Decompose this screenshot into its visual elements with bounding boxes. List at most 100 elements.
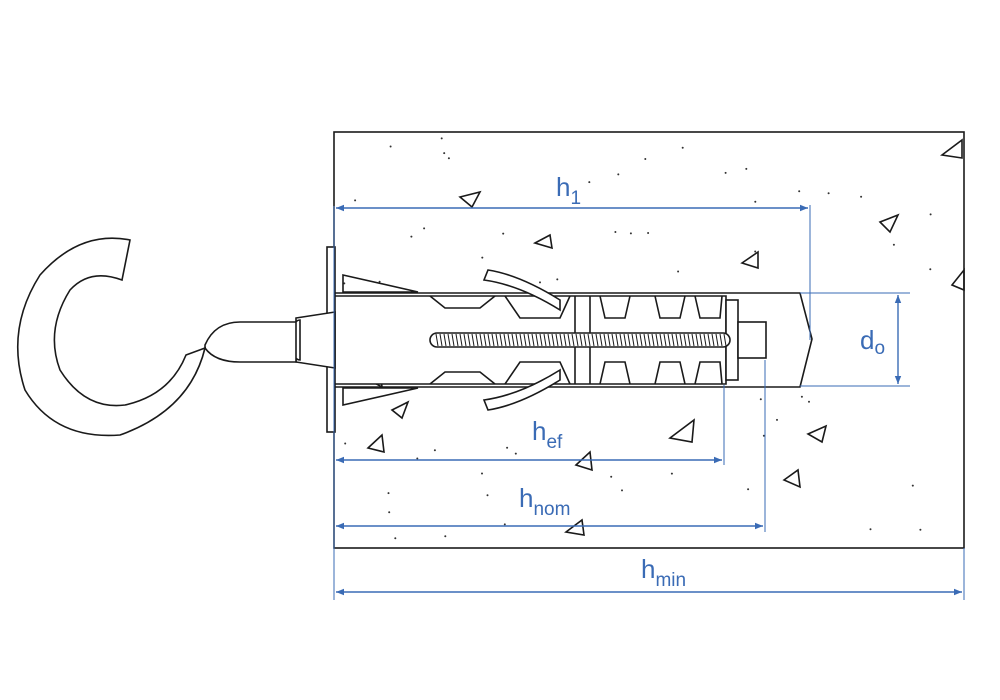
aggregate-stone bbox=[366, 433, 385, 454]
thread-line bbox=[703, 333, 707, 347]
screw-thread bbox=[429, 332, 731, 348]
thread-line bbox=[571, 333, 575, 347]
thread-line bbox=[535, 333, 539, 347]
aggregate-grain bbox=[677, 270, 680, 273]
thread-line bbox=[711, 333, 715, 347]
thread-line bbox=[463, 333, 467, 347]
thread-line bbox=[687, 333, 691, 347]
aggregate-grain bbox=[416, 457, 419, 460]
aggregate-grain bbox=[389, 145, 392, 148]
thread-line bbox=[675, 333, 679, 347]
thread-line bbox=[443, 333, 447, 347]
aggregate-grain bbox=[911, 484, 914, 487]
thread-line bbox=[663, 333, 667, 347]
thread-line bbox=[439, 333, 443, 347]
aggregate-grain bbox=[617, 173, 620, 176]
aggregate-grain bbox=[614, 231, 617, 233]
do-label: do bbox=[860, 325, 885, 359]
aggregate-stone bbox=[532, 233, 553, 250]
thread-line bbox=[627, 333, 631, 347]
thread-line bbox=[563, 333, 567, 347]
aggregate-stone bbox=[806, 424, 828, 444]
extension-lines bbox=[333, 205, 965, 600]
thread-line bbox=[515, 333, 519, 347]
aggregate-grain bbox=[388, 511, 391, 514]
aggregate-grain bbox=[344, 442, 347, 445]
aggregate-grain bbox=[724, 171, 727, 174]
thread-line bbox=[555, 333, 559, 347]
thread-line bbox=[451, 333, 455, 347]
aggregate-grain bbox=[798, 190, 801, 193]
aggregate-grain bbox=[502, 232, 505, 235]
thread-line bbox=[707, 333, 711, 347]
thread-line bbox=[671, 333, 675, 347]
thread-line bbox=[499, 333, 503, 347]
aggregate-grain bbox=[892, 243, 895, 246]
aggregate-stone bbox=[564, 518, 585, 536]
thread-line bbox=[487, 333, 491, 347]
thread-line bbox=[715, 333, 719, 347]
aggregate-grain bbox=[759, 398, 762, 401]
thread-line bbox=[723, 333, 727, 347]
thread-line bbox=[587, 333, 591, 347]
thread-line bbox=[691, 333, 695, 347]
thread-line bbox=[699, 333, 703, 347]
thread-line bbox=[615, 333, 619, 347]
aggregate-stone bbox=[390, 400, 410, 420]
thread-line bbox=[643, 333, 647, 347]
thread-line bbox=[475, 333, 479, 347]
thread-line bbox=[491, 333, 495, 347]
aggregate-grain bbox=[929, 213, 932, 216]
aggregate-grain bbox=[860, 195, 863, 198]
hef-label: hef bbox=[532, 416, 563, 453]
thread-line bbox=[467, 333, 471, 347]
aggregate-grain bbox=[440, 137, 443, 140]
thread-line bbox=[447, 333, 451, 347]
thread-line bbox=[559, 333, 563, 347]
hmin-label: hmin bbox=[641, 554, 686, 591]
aggregate-grain bbox=[539, 281, 541, 284]
aggregate-grain bbox=[443, 152, 446, 155]
aggregate-grain bbox=[754, 200, 757, 203]
thread-line bbox=[635, 333, 639, 347]
aggregate-grain bbox=[869, 528, 872, 531]
aggregate-stone bbox=[574, 450, 593, 472]
aggregate-stone bbox=[458, 190, 482, 209]
aggregate-grain bbox=[644, 158, 647, 160]
aggregate-grain bbox=[354, 199, 357, 202]
aggregate-grain bbox=[503, 523, 506, 526]
thread-line bbox=[539, 333, 543, 347]
aggregate-grain bbox=[423, 227, 426, 230]
aggregate-grain bbox=[433, 449, 436, 452]
aggregate-grain bbox=[481, 472, 483, 475]
thread-line bbox=[639, 333, 643, 347]
thread-line bbox=[647, 333, 651, 347]
aggregate-grain bbox=[481, 256, 484, 259]
aggregate-grain bbox=[827, 192, 830, 195]
thread-line bbox=[603, 333, 607, 347]
aggregate-grain bbox=[670, 472, 673, 475]
hnom-label: hnom bbox=[519, 483, 570, 520]
thread-line bbox=[611, 333, 615, 347]
aggregate-stone bbox=[668, 418, 695, 443]
thread-line bbox=[435, 333, 439, 347]
aggregate-grain bbox=[747, 488, 750, 491]
thread-line bbox=[595, 333, 599, 347]
thread-line bbox=[651, 333, 655, 347]
aggregate-grain bbox=[394, 537, 397, 540]
thread-line bbox=[567, 333, 571, 347]
aggregate-grain bbox=[621, 489, 623, 492]
hook-screw bbox=[16, 237, 336, 437]
thread-line bbox=[659, 333, 663, 347]
aggregate-grain bbox=[506, 446, 509, 449]
aggregate-grain bbox=[629, 232, 632, 235]
thread-line bbox=[495, 333, 499, 347]
thread-line bbox=[591, 333, 595, 347]
aggregate-grain bbox=[588, 181, 591, 184]
aggregate-grain bbox=[486, 494, 489, 497]
aggregate-stone bbox=[740, 250, 759, 270]
aggregate-grain bbox=[762, 434, 765, 437]
aggregate-grain bbox=[514, 452, 517, 455]
thread-line bbox=[607, 333, 611, 347]
